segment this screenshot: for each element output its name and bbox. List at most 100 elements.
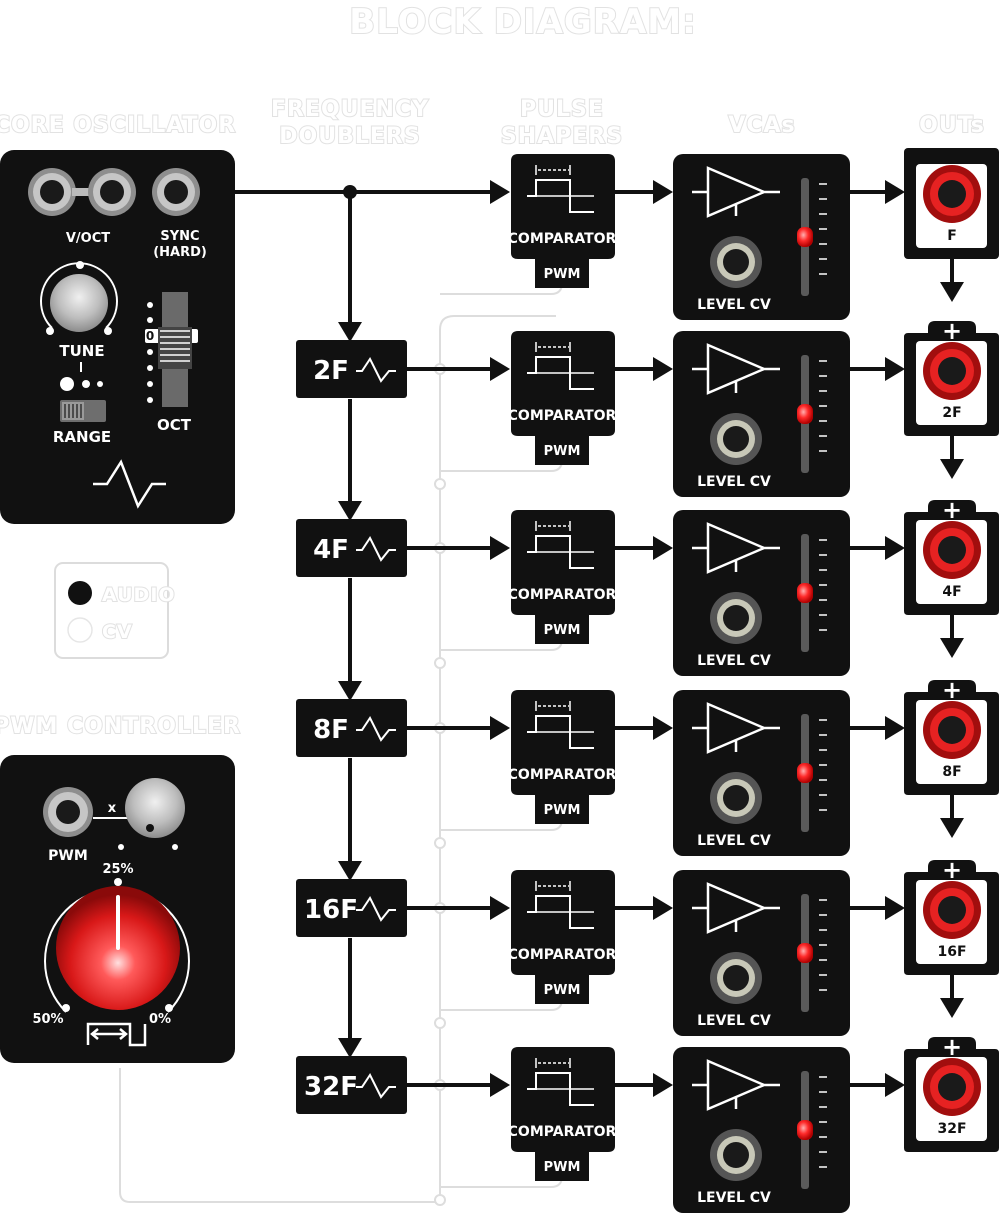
tune-label: TUNE xyxy=(59,342,104,360)
legend-cv-label: CV xyxy=(102,621,133,643)
level-cv-label: LEVEL CV xyxy=(697,474,771,490)
level-slider[interactable] xyxy=(797,1071,827,1189)
pulse-shaper-5: COMPARATOR PWM xyxy=(508,870,617,1004)
output-label: 16F xyxy=(937,944,966,960)
pwm-input-label: PWM xyxy=(544,983,581,998)
output-jack[interactable] xyxy=(923,521,981,579)
comparator-label: COMPARATOR xyxy=(508,947,617,963)
level-slider[interactable] xyxy=(797,714,827,832)
level-cv-jack[interactable] xyxy=(710,592,762,644)
output-label: 2F xyxy=(942,405,961,421)
level-cv-label: LEVEL CV xyxy=(697,653,771,669)
header-outs: OUTs xyxy=(919,113,985,138)
level-slider[interactable] xyxy=(797,534,827,652)
frequency-doubler-16f: 16F xyxy=(296,879,407,937)
pwm-input-jack[interactable] xyxy=(43,787,93,837)
comparator-label: COMPARATOR xyxy=(508,587,617,603)
amplifier-icon xyxy=(692,1059,780,1111)
vca-1: LEVEL CV xyxy=(673,154,850,320)
pulse-wave-icon xyxy=(527,1072,594,1106)
triangle-wave-icon xyxy=(356,716,396,742)
level-cv-label: LEVEL CV xyxy=(697,833,771,849)
frequency-doublers: 2F 4F 8F 16F 32F xyxy=(296,340,407,1114)
pulse-wave-icon xyxy=(527,715,594,749)
output-f: F xyxy=(904,148,999,259)
level-cv-jack[interactable] xyxy=(710,413,762,465)
level-cv-jack[interactable] xyxy=(710,236,762,288)
sum-plus-label: + xyxy=(942,496,962,524)
level-cv-jack[interactable] xyxy=(710,772,762,824)
pwm-input-label: PWM xyxy=(544,1160,581,1175)
pwm-0-label: 0% xyxy=(149,1012,171,1027)
range-label: RANGE xyxy=(53,428,111,446)
voct-jack-2[interactable] xyxy=(88,168,136,216)
doubler-label: 4F xyxy=(313,535,349,565)
range-switch[interactable] xyxy=(60,400,106,422)
level-slider[interactable] xyxy=(797,355,827,473)
voct-jack-1[interactable] xyxy=(28,168,76,216)
audio-legend-dot xyxy=(68,581,92,605)
range-indicator-dots xyxy=(60,377,103,391)
triangle-wave-icon xyxy=(356,896,396,922)
output-label: 4F xyxy=(942,584,961,600)
led-indicator xyxy=(797,763,813,783)
level-cv-jack[interactable] xyxy=(710,952,762,1004)
doubler-label: 16F xyxy=(304,895,358,925)
frequency-doubler-4f: 4F xyxy=(296,519,407,577)
oct-slider[interactable] xyxy=(145,292,198,407)
output-2f: +2F xyxy=(904,317,999,436)
signal-legend: AUDIO CV xyxy=(54,562,176,659)
output-8f: +8F xyxy=(904,676,999,795)
pulse-width-icon xyxy=(86,1022,147,1047)
sync-jack[interactable] xyxy=(152,168,200,216)
sync-label-1: SYNC xyxy=(160,229,199,244)
led-indicator xyxy=(797,404,813,424)
output-label: 8F xyxy=(942,764,961,780)
output-jack[interactable] xyxy=(923,701,981,759)
output-32f: +32F xyxy=(904,1033,999,1152)
comparator-label: COMPARATOR xyxy=(508,408,617,424)
pwm-input-label: PWM xyxy=(544,267,581,282)
legend-audio-label: AUDIO xyxy=(102,584,176,606)
output-jack[interactable] xyxy=(923,342,981,400)
output-jack[interactable] xyxy=(923,1058,981,1116)
header-pwm-controller: PWM CONTROLLER xyxy=(0,714,241,739)
pulse-wave-icon xyxy=(527,179,594,213)
amplifier-icon xyxy=(692,166,780,218)
header-vcas: VCAs xyxy=(728,113,795,138)
voct-label: V/OCT xyxy=(66,231,110,246)
sum-plus-label: + xyxy=(942,676,962,704)
frequency-doubler-32f: 32F xyxy=(296,1056,407,1114)
doubler-label: 8F xyxy=(313,715,349,745)
pwm-attenuverter-knob[interactable] xyxy=(118,778,185,850)
header-core-oscillator: CORE OSCILLATOR xyxy=(0,113,236,138)
led-indicator xyxy=(797,943,813,963)
level-cv-jack[interactable] xyxy=(710,1129,762,1181)
pwm-controller-panel: x PWM 25% 50% 0% xyxy=(0,755,235,1063)
pulse-wave-icon xyxy=(527,535,594,569)
amplifier-icon xyxy=(692,702,780,754)
pwm-jack-label: PWM xyxy=(48,848,88,864)
vca-5: LEVEL CV xyxy=(673,870,850,1036)
comparator-label: COMPARATOR xyxy=(508,767,617,783)
vca-2: LEVEL CV xyxy=(673,331,850,497)
pulse-wave-icon xyxy=(527,356,594,390)
vca-4: LEVEL CV xyxy=(673,690,850,856)
triangle-wave-icon xyxy=(93,459,166,509)
level-slider[interactable] xyxy=(797,894,827,1012)
output-jack[interactable] xyxy=(923,165,981,223)
output-jack[interactable] xyxy=(923,881,981,939)
level-cv-label: LEVEL CV xyxy=(697,297,771,313)
comparator-label: COMPARATOR xyxy=(508,231,617,247)
pulse-width-knob[interactable] xyxy=(44,878,190,1013)
diagram-title: BLOCK DIAGRAM: xyxy=(349,2,696,42)
amplifier-icon xyxy=(692,522,780,574)
level-slider[interactable] xyxy=(797,178,827,296)
audio-flow xyxy=(235,180,964,1097)
frequency-doubler-2f: 2F xyxy=(296,340,407,398)
led-indicator xyxy=(797,227,813,247)
tune-knob[interactable] xyxy=(40,261,118,335)
triangle-wave-icon xyxy=(356,1073,396,1099)
core-oscillator-panel: V/OCT SYNC (HARD) TUNE RANGE xyxy=(0,150,235,524)
